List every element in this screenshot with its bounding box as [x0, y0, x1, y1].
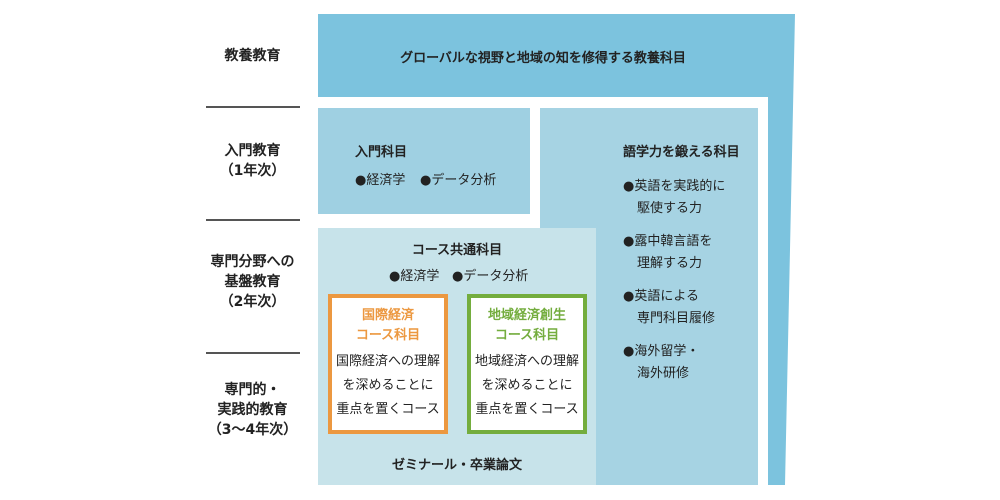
seminar-text: ゼミナール・卒業論文 [391, 458, 522, 473]
international-course-desc: 重点を置くコース [336, 402, 440, 417]
intro-title: 入門科目 [355, 145, 408, 160]
language-title: 語学力を鍛える科目 [623, 145, 740, 160]
regional-course-desc: 地域経済への理解 [474, 354, 579, 369]
stage-label-liberal-arts: 教養教育 [224, 48, 281, 64]
stage-divider [206, 219, 300, 221]
liberal-arts-block [318, 14, 795, 485]
international-course-subtitle: コース科目 [355, 328, 421, 343]
liberal-arts-text: グローバルな視野と地域の知を修得する教養科目 [400, 51, 686, 66]
regional-course-desc: 重点を置くコース [475, 402, 579, 417]
regional-course-box: 地域経済創生 コース科目 地域経済への理解 を深めることに 重点を置くコース [467, 294, 587, 434]
international-course-box: 国際経済 コース科目 国際経済への理解 を深めることに 重点を置くコース [328, 294, 448, 434]
common-item-data-analysis: ●データ分析 [452, 269, 529, 284]
regional-course-desc: を深めることに [481, 378, 573, 393]
international-course-title: 国際経済 [361, 308, 414, 323]
regional-course-subtitle: コース科目 [494, 328, 560, 343]
common-item-economics: ●経済学 [389, 269, 440, 284]
language-item: ●海外留学・ 海外研修 [623, 344, 700, 381]
international-course-desc: を深めることに [342, 378, 434, 393]
stage-label-practical: 専門的・ 実践的教育 （3〜4年次） [207, 382, 298, 438]
language-item: ●英語による 専門科目履修 [623, 289, 716, 326]
common-title: コース共通科目 [411, 243, 503, 258]
intro-item-economics: ●経済学 [355, 173, 406, 188]
intro-item-data-analysis: ●データ分析 [420, 173, 497, 188]
stage-divider [206, 352, 300, 354]
language-item: ●英語を実践的に 駆使する力 [623, 179, 726, 216]
international-course-desc: 国際経済への理解 [335, 354, 440, 369]
stage-divider [206, 106, 300, 108]
regional-course-title: 地域経済創生 [487, 308, 566, 323]
language-item: ●露中韓言語を 理解する力 [623, 234, 713, 271]
intro-block [318, 108, 530, 214]
stage-label-foundation: 専門分野への 基盤教育 （2年次） [210, 254, 295, 310]
stage-label-intro: 入門教育 （1年次） [219, 143, 286, 179]
